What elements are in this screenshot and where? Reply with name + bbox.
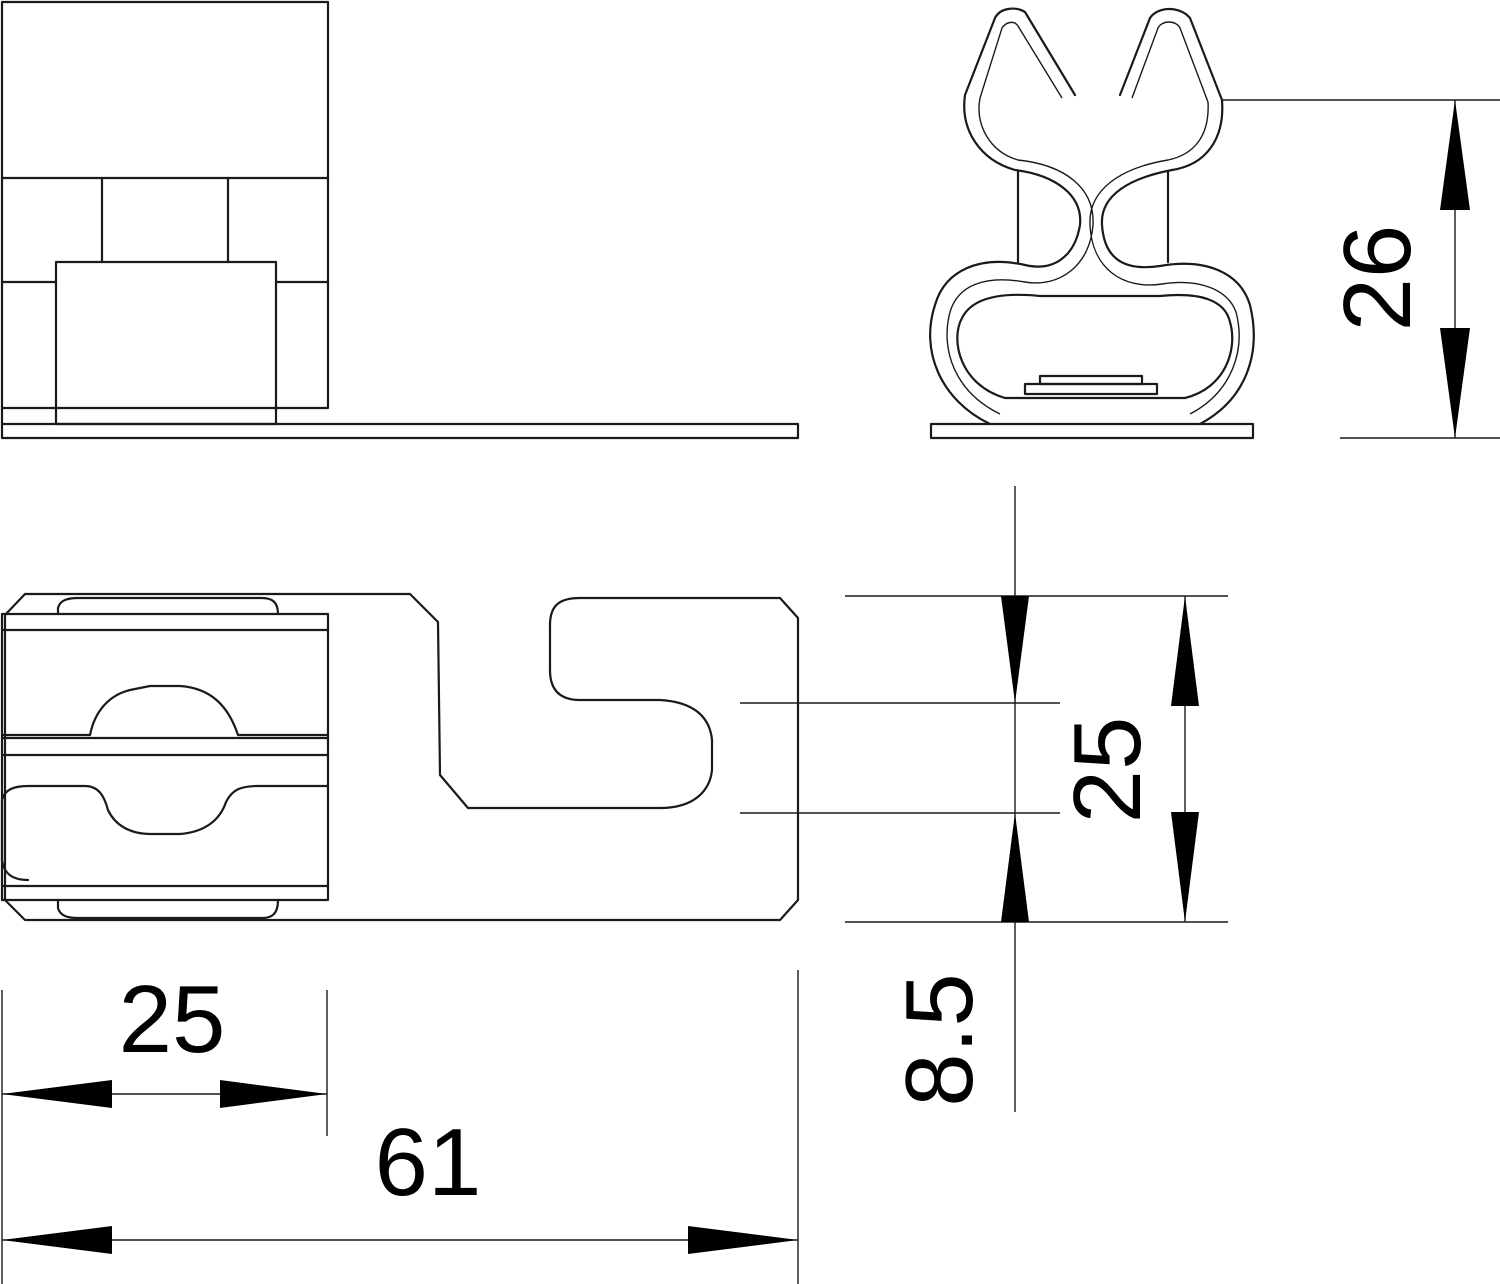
arrow-26-top <box>1440 100 1470 210</box>
top-view-base-plate <box>3 592 800 922</box>
side-view-spring-inner <box>946 21 1240 415</box>
dimension-horizontal-group: 25 61 <box>1 966 799 1284</box>
arrow-61-right <box>688 1226 798 1254</box>
dimension-vertical-group: 8.5 25 <box>740 486 1228 1112</box>
top-view-lug-top <box>56 596 280 616</box>
arrow-8-5-upper <box>1001 596 1029 703</box>
top-view <box>0 592 800 922</box>
dimension-label-25-horizontal: 25 <box>119 966 226 1073</box>
arrow-25-horizontal-left <box>2 1080 112 1108</box>
dimension-label-26: 26 <box>1324 225 1431 332</box>
dimension-26: 26 <box>1222 99 1500 439</box>
front-view-insert <box>54 260 278 426</box>
arrow-61-left <box>2 1226 112 1254</box>
side-view-cable-seat <box>956 293 1234 400</box>
dimension-label-61: 61 <box>375 1109 482 1216</box>
side-view-spring-outer <box>929 7 1255 426</box>
top-view-lug-bottom <box>56 898 280 920</box>
front-view <box>0 0 800 440</box>
side-view-clamp-plate <box>1023 382 1159 396</box>
dimension-label-25-vertical: 25 <box>1054 717 1161 824</box>
top-view-channel-lower-base <box>0 798 30 882</box>
front-view-base-plate <box>0 422 800 440</box>
arrow-25-horizontal-right <box>220 1080 327 1108</box>
front-view-clamp-body <box>0 0 330 410</box>
top-view-cable-channel-lower <box>0 784 330 836</box>
arrow-25-vertical-bottom <box>1171 812 1199 922</box>
arrow-25-vertical-top <box>1171 596 1199 706</box>
arrow-8-5-lower <box>1001 813 1029 922</box>
top-view-clamp-body <box>0 612 330 902</box>
side-view-clamp-plate-top <box>1038 374 1144 386</box>
side-view <box>929 7 1255 440</box>
side-view-base-plate <box>929 422 1255 440</box>
dimension-label-8-5: 8.5 <box>886 973 993 1106</box>
top-view-cable-channel-upper <box>0 684 330 737</box>
arrow-26-bottom <box>1440 328 1470 438</box>
